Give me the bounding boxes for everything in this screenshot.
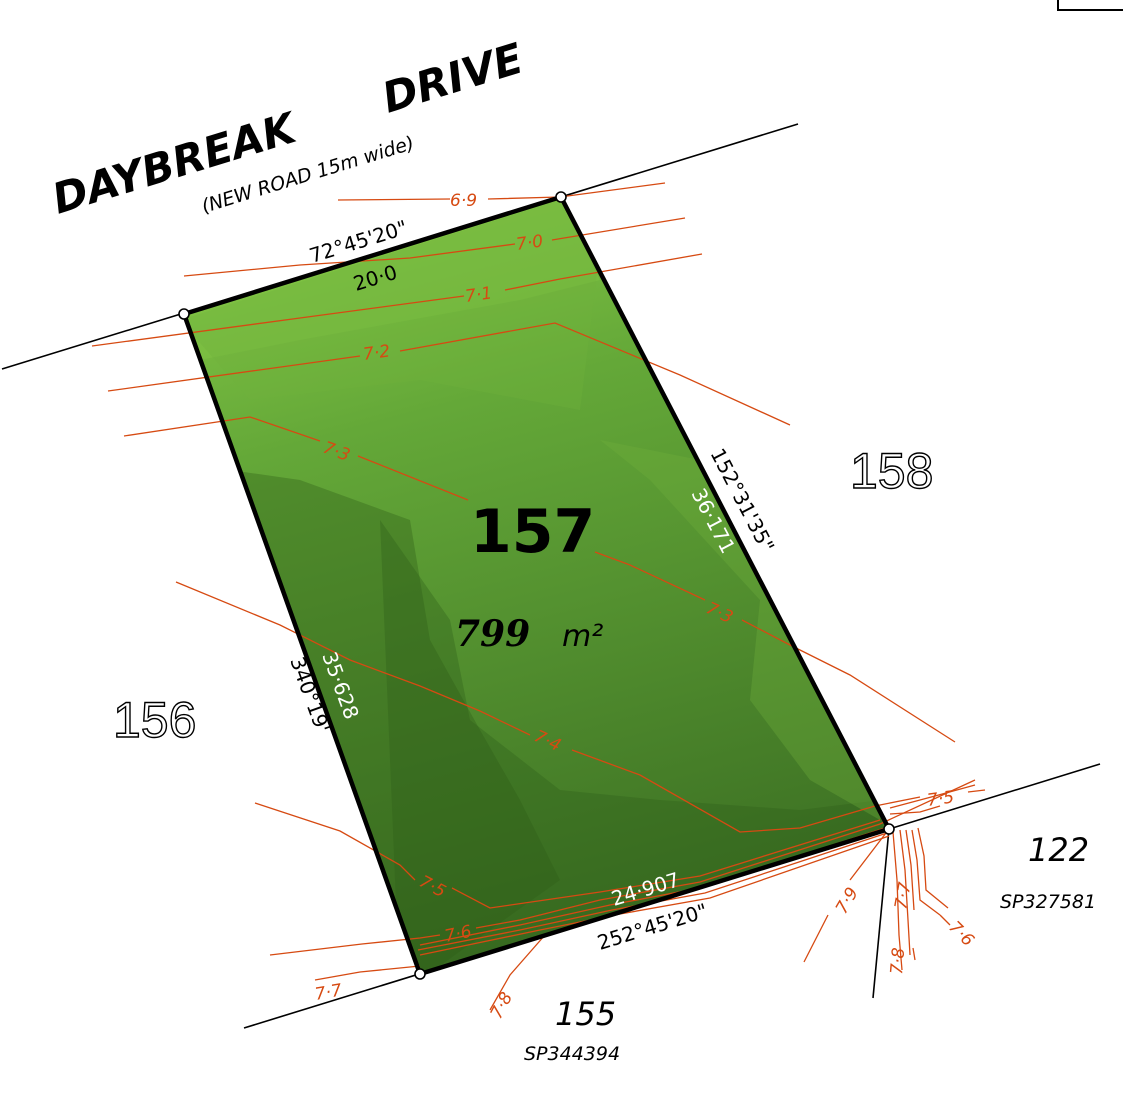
contour-label-7-8a: 7·8 [487,989,517,1022]
map-frame-corner [1057,0,1123,11]
lot-area-unit: m² [562,619,603,654]
neighbour-lot-122-plan: SP327581 [1000,891,1096,913]
road-name-part1: DAYBREAK [47,102,305,223]
contour-label-6-9: 6·9 [450,191,477,211]
neighbour-lot-122: 122 [1028,831,1089,869]
neighbour-lot-155-plan: SP344394 [524,1043,620,1065]
neighbour-lot-158: 158 [850,443,933,499]
corner-peg-ne [555,191,567,203]
road-name-part2: DRIVE [377,34,529,123]
contour-label-7-7a: 7·7 [313,981,343,1005]
neighbour-lot-156: 156 [113,692,196,748]
contour-label-7-6b: 7·6 [944,917,977,950]
contour-label-7-7b: 7·7 [891,881,915,911]
neighbour-lot-155: 155 [555,995,616,1033]
side-boundary-extension [872,828,890,999]
contour-label-7-1: 7·1 [464,283,494,307]
corner-peg-sw [414,968,426,980]
contour-lines [91,182,986,1011]
contour-label-7-5b: 7·5 [926,787,956,811]
corner-peg-se [883,823,895,835]
corner-peg-nw [178,308,190,320]
contour-label-7-2: 7·2 [362,341,392,365]
lot-number: 157 [470,497,595,567]
contour-label-7-0: 7·0 [515,231,545,255]
lot-fill [184,197,889,974]
contour-label-7-9: 7·9 [832,884,863,917]
lot-area-value: 799 [455,613,530,655]
contour-label-7-8b: 7·8 [887,947,909,976]
